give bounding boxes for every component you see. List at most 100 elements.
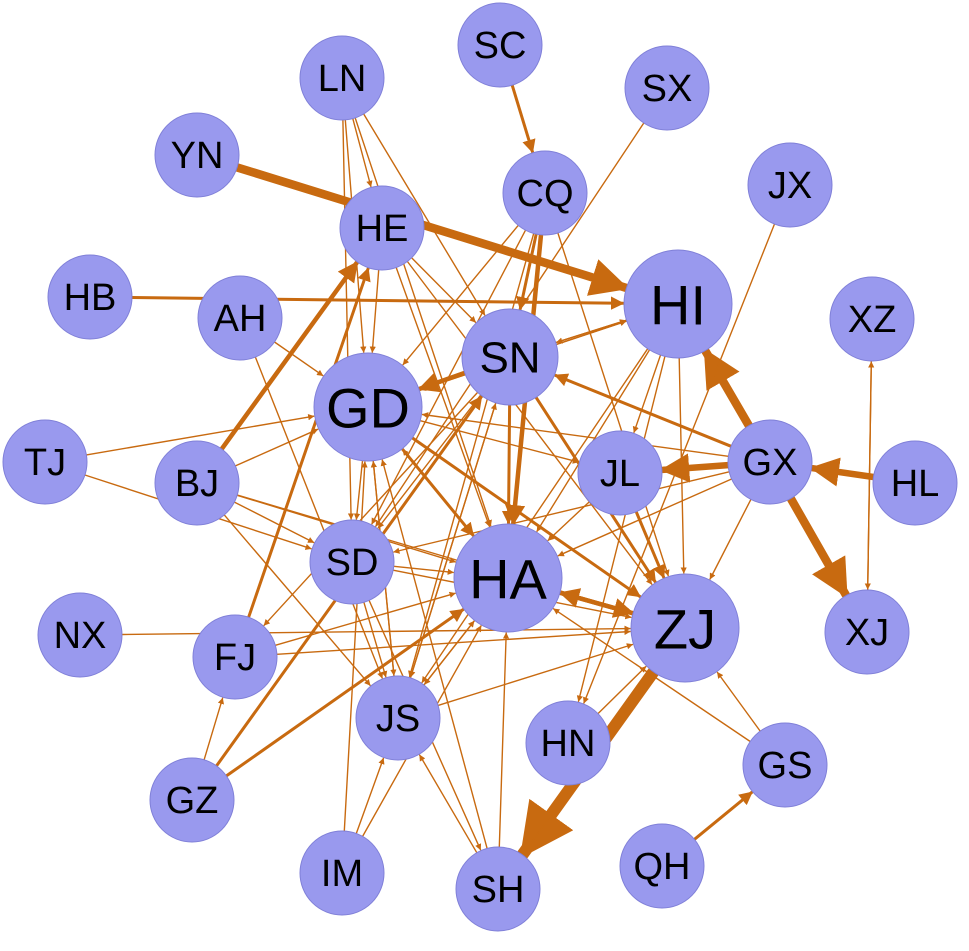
node-label: BJ (175, 463, 219, 505)
node-tj[interactable]: TJ (2, 419, 88, 505)
node-sx[interactable]: SX (624, 45, 710, 131)
node-circle (37, 592, 123, 678)
edge-js-ha (423, 620, 475, 686)
node-circle (502, 150, 588, 236)
node-gd[interactable]: GD (313, 352, 423, 462)
node-circle (453, 523, 563, 633)
node-qh[interactable]: QH (619, 823, 705, 909)
node-sn[interactable]: SN (461, 308, 559, 406)
node-circle (577, 430, 663, 516)
edge-hi-sn (556, 319, 628, 344)
node-bj[interactable]: BJ (154, 440, 240, 526)
node-jl[interactable]: JL (577, 430, 663, 516)
node-circle (461, 308, 559, 406)
node-label: LN (318, 58, 367, 100)
node-circle (742, 722, 828, 808)
node-hb[interactable]: HB (47, 254, 133, 340)
edge-bj-he (219, 260, 359, 452)
edge-ln-sn (363, 113, 486, 316)
edge-nx-zj (121, 625, 631, 636)
edge-sd-js (363, 601, 388, 678)
node-circle (154, 440, 240, 526)
node-circle (872, 440, 958, 526)
node-circle (2, 419, 88, 505)
edge-js-sn (409, 403, 497, 679)
node-cq[interactable]: CQ (502, 150, 588, 236)
node-ah[interactable]: AH (197, 275, 283, 361)
node-circle (47, 254, 133, 340)
node-circle (455, 846, 541, 932)
node-ln[interactable]: LN (299, 35, 385, 121)
node-circle (192, 614, 278, 700)
node-label: SC (474, 25, 527, 67)
edge-jl-zj (634, 510, 666, 579)
node-xz[interactable]: XZ (829, 276, 915, 362)
node-zj[interactable]: ZJ (630, 573, 740, 683)
edge-gd-sd (353, 460, 364, 520)
node-hn[interactable]: HN (525, 700, 611, 786)
node-circle (630, 573, 740, 683)
node-label: JS (376, 698, 420, 740)
node-sh[interactable]: SH (455, 846, 541, 932)
node-he[interactable]: HE (339, 185, 425, 271)
node-circle (299, 830, 385, 916)
node-circle (197, 275, 283, 361)
edge-sh-js (419, 754, 478, 854)
edge-cq-zj (557, 232, 670, 577)
edge-hi-js (421, 348, 649, 684)
edge-cq-sd (371, 229, 527, 525)
node-circle (824, 589, 910, 675)
node-ha[interactable]: HA (453, 523, 563, 633)
node-label: XJ (845, 612, 889, 654)
edge-gx-hi (701, 347, 754, 430)
node-circle (747, 142, 833, 228)
edge-gs-zj (716, 671, 761, 732)
node-label: YN (171, 135, 224, 177)
node-js[interactable]: JS (355, 675, 441, 761)
node-label: FJ (214, 637, 256, 679)
edge-gx-sn (553, 373, 733, 448)
node-label: GD (326, 377, 410, 440)
node-layer: SC LN SX YN CQ JX HE HB AH HI XZ SN GD TJ BJ JL GX HL SD HA… (2, 2, 958, 932)
node-gz[interactable]: GZ (149, 757, 235, 843)
node-label: IM (321, 853, 363, 895)
node-fj[interactable]: FJ (192, 614, 278, 700)
node-label: HB (64, 277, 117, 319)
edge-he-zj (406, 260, 653, 585)
node-hi[interactable]: HI (623, 249, 733, 359)
edge-ah-js (254, 356, 384, 679)
edge-js-zj (437, 643, 634, 707)
node-sc[interactable]: SC (457, 2, 543, 88)
node-circle (457, 2, 543, 88)
node-xj[interactable]: XJ (824, 589, 910, 675)
node-jx[interactable]: JX (747, 142, 833, 228)
edge-im-gd (343, 461, 368, 832)
edge-gz-fj (203, 697, 224, 761)
node-hl[interactable]: HL (872, 440, 958, 526)
node-yn[interactable]: YN (154, 112, 240, 198)
node-circle (623, 249, 733, 359)
node-label: ZJ (654, 598, 716, 661)
edge-gx-jl (659, 453, 732, 483)
node-label: NX (54, 615, 107, 657)
edge-hi-zj (678, 357, 687, 574)
edge-jl-ha (547, 501, 591, 542)
edge-he-sn (410, 257, 477, 323)
node-gx[interactable]: GX (727, 419, 813, 505)
node-label: SX (642, 68, 693, 110)
node-nx[interactable]: NX (37, 592, 123, 678)
node-circle (355, 675, 441, 761)
node-circle (619, 823, 705, 909)
node-im[interactable]: IM (299, 830, 385, 916)
edge-sn-ha (501, 403, 516, 525)
edge-hi-jl (632, 354, 662, 433)
node-gs[interactable]: GS (742, 722, 828, 808)
node-sd[interactable]: SD (309, 519, 395, 605)
node-label: CQ (517, 173, 574, 215)
edge-fj-zj (276, 628, 631, 655)
edge-gd-zj (410, 436, 642, 598)
edge-he-ha (395, 266, 491, 527)
edge-gs-ha (552, 608, 751, 743)
node-label: TJ (24, 442, 66, 484)
